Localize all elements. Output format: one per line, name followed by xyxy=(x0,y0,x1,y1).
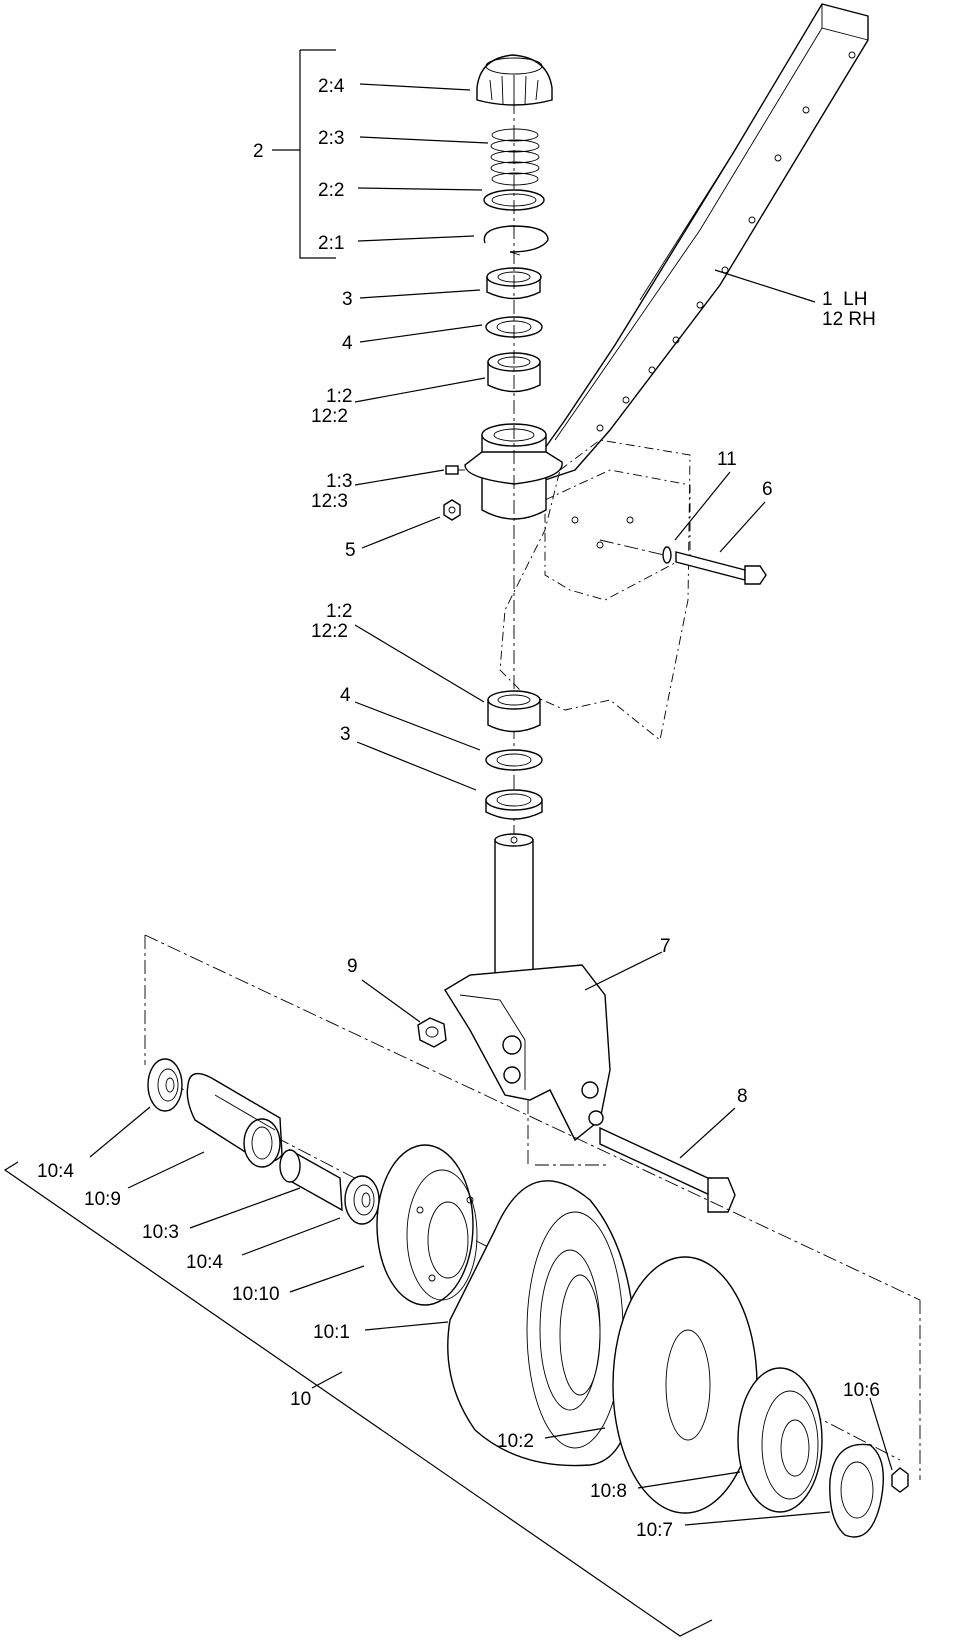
label-8: 8 xyxy=(737,1086,748,1107)
label-1-2-top: 1:2 xyxy=(326,386,352,407)
label-12-3: 12:3 xyxy=(311,491,348,512)
label-1-2-mid: 1:2 xyxy=(326,601,352,622)
label-10-10: 10:10 xyxy=(232,1284,280,1305)
bolt-8 xyxy=(599,1126,736,1213)
rim-half-10-10 xyxy=(376,1144,478,1306)
hub-10-9 xyxy=(186,1072,283,1168)
label-3-mid: 3 xyxy=(340,724,351,745)
bearing-10-4-b xyxy=(344,1175,380,1225)
label-12-rh: 12 RH xyxy=(822,309,876,330)
label-10-4-a: 10:4 xyxy=(37,1161,74,1182)
label-10: 10 xyxy=(290,1389,311,1410)
spring-2-3 xyxy=(490,128,540,186)
label-5: 5 xyxy=(345,540,356,561)
nut-10-6 xyxy=(891,1467,909,1493)
bolt-6-and-washer-11 xyxy=(599,539,767,585)
arm-holes xyxy=(596,51,856,432)
label-12-2-top: 12:2 xyxy=(311,406,348,427)
dust-cap-2-4 xyxy=(476,54,553,106)
label-2-4: 2:4 xyxy=(318,76,345,97)
spacer-10-3 xyxy=(279,1148,343,1212)
washer-4-mid xyxy=(485,749,543,771)
label-2-2: 2:2 xyxy=(318,180,344,201)
label-2-3: 2:3 xyxy=(318,128,344,149)
tire-10-1 xyxy=(447,1180,637,1467)
label-10-4-b: 10:4 xyxy=(186,1252,223,1273)
nut-5 xyxy=(443,499,461,521)
rim-half-10-8 xyxy=(737,1367,823,1513)
label-10-3: 10:3 xyxy=(142,1222,179,1243)
bearing-retainer-10-7 xyxy=(829,1443,885,1538)
bearing-1-2-mid xyxy=(487,690,541,733)
label-10-1: 10:1 xyxy=(313,1322,350,1343)
label-1-3: 1:3 xyxy=(326,471,352,492)
nut-9 xyxy=(417,1017,447,1048)
caster-arm xyxy=(539,3,869,481)
label-10-8: 10:8 xyxy=(590,1481,627,1502)
label-10-6: 10:6 xyxy=(843,1380,880,1401)
label-1-lh: 1 LH xyxy=(822,289,867,310)
callout-labels: 2:4 2:3 2:2 2:1 2 3 4 1:2 12:2 1:3 12:3 … xyxy=(37,76,880,1541)
label-4-mid: 4 xyxy=(340,685,351,706)
label-10-7: 10:7 xyxy=(636,1520,673,1541)
mount-plate-hidden xyxy=(499,439,691,741)
label-3-top: 3 xyxy=(342,289,353,310)
label-11: 11 xyxy=(717,449,737,470)
label-6: 6 xyxy=(762,479,773,500)
label-10-9: 10:9 xyxy=(84,1189,121,1210)
label-12-2-mid: 12:2 xyxy=(311,621,348,642)
spindle-housing xyxy=(464,423,563,520)
grease-fitting-1-3 xyxy=(445,465,465,475)
label-2: 2 xyxy=(253,141,264,162)
tube-10-2 xyxy=(612,1256,758,1514)
label-2-1: 2:1 xyxy=(318,233,344,254)
snap-ring-2-1 xyxy=(483,225,549,256)
bearing-10-4-a xyxy=(147,1058,183,1112)
label-9: 9 xyxy=(347,956,358,977)
label-4-top: 4 xyxy=(342,333,353,354)
caster-fork-7 xyxy=(444,833,611,1142)
leader-lines xyxy=(3,49,893,1637)
bushing-3-mid xyxy=(485,789,543,820)
label-7: 7 xyxy=(660,936,671,957)
label-10-2: 10:2 xyxy=(497,1431,534,1452)
